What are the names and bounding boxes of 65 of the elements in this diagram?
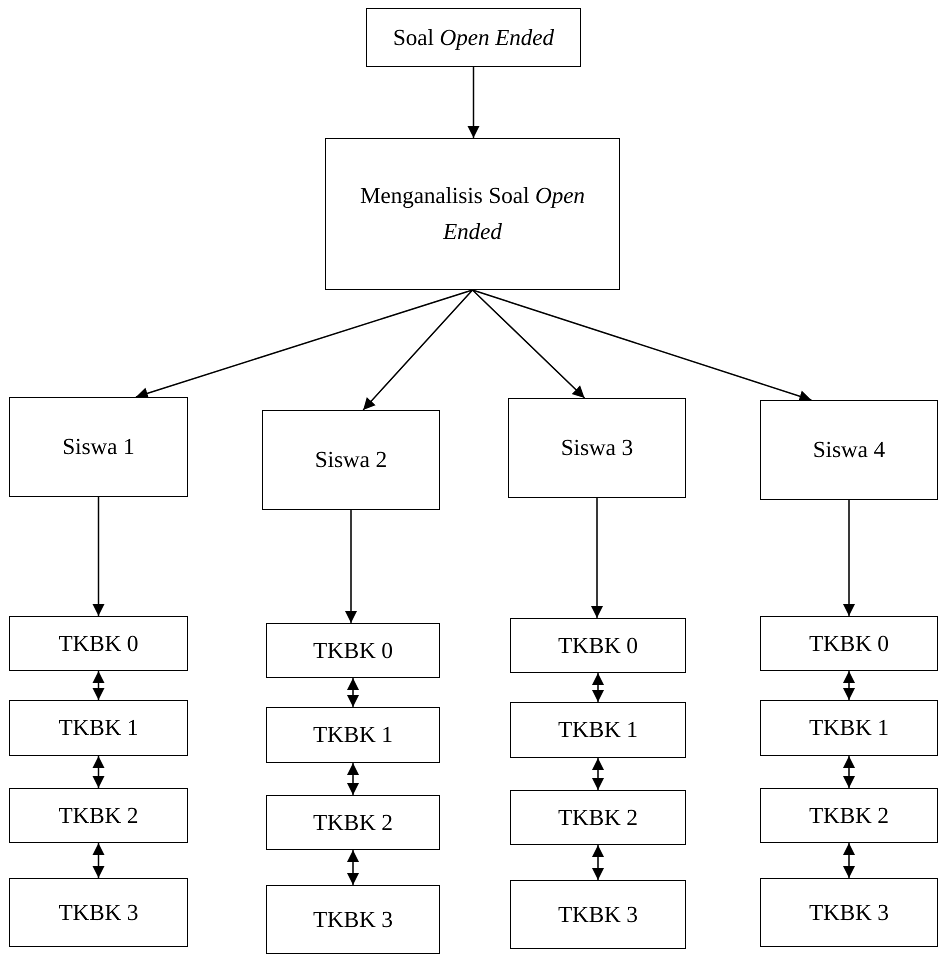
box-label: TKBK 1: [558, 716, 638, 744]
arrow: [136, 289, 473, 400]
process-box: [9, 878, 188, 947]
arrow: [843, 843, 855, 878]
arrow: [843, 671, 855, 700]
box-label: Siswa 4: [812, 436, 886, 464]
process-box: [266, 623, 440, 678]
process-box: [9, 700, 188, 756]
process-box: [760, 700, 938, 756]
process-box: [510, 790, 686, 845]
arrow: [92, 671, 104, 700]
box-label: TKBK 1: [313, 721, 393, 750]
process-box: [510, 702, 686, 758]
process-box: [266, 885, 440, 954]
process-box: [266, 707, 440, 763]
arrow: [468, 67, 480, 138]
process-box: [325, 138, 620, 290]
box-label: TKBK 2: [58, 802, 138, 830]
box-label: TKBK 3: [809, 898, 889, 927]
box-label: TKBK 1: [809, 714, 889, 742]
arrow: [592, 845, 604, 880]
arrow: [472, 289, 586, 399]
arrow: [592, 758, 604, 790]
process-box: [9, 397, 188, 497]
arrow: [345, 510, 357, 623]
process-box: [510, 618, 686, 673]
box-label: TKBK 3: [58, 898, 138, 927]
box-label: TKBK 0: [809, 630, 889, 658]
arrow: [591, 498, 603, 618]
box-label: TKBK 0: [58, 630, 138, 658]
box-label: TKBK 1: [58, 714, 138, 742]
box-label: Siswa 1: [62, 433, 135, 462]
process-box: [760, 616, 938, 671]
process-box: [266, 795, 440, 850]
process-box: [760, 400, 938, 500]
box-label: Soal Open Ended: [393, 24, 554, 52]
process-box: [9, 616, 188, 671]
box-label: TKBK 2: [809, 802, 889, 830]
process-box: [510, 880, 686, 949]
box-label: TKBK 3: [558, 900, 638, 929]
process-box: [760, 878, 938, 947]
box-label: Siswa 3: [560, 434, 634, 462]
box-label: TKBK 0: [558, 632, 638, 660]
arrow: [472, 289, 812, 402]
arrow: [592, 673, 604, 702]
arrow: [362, 290, 474, 410]
box-label: Menganalisis Soal Open Ended: [359, 182, 586, 246]
arrow: [843, 756, 855, 788]
arrow: [347, 850, 359, 885]
arrow: [92, 497, 104, 616]
arrow: [347, 678, 359, 707]
box-label: TKBK 3: [313, 906, 393, 934]
process-box: [9, 788, 188, 843]
arrow: [843, 500, 855, 616]
process-box: [262, 410, 440, 510]
process-box: [760, 788, 938, 843]
process-box: [508, 398, 686, 498]
arrow: [347, 763, 359, 795]
box-label: TKBK 2: [313, 808, 393, 837]
box-label: TKBK 2: [558, 804, 638, 832]
process-box: [366, 8, 581, 67]
arrow: [92, 756, 104, 788]
box-label: TKBK 0: [313, 636, 393, 665]
box-label: Siswa 2: [314, 446, 388, 474]
arrow: [92, 843, 104, 878]
